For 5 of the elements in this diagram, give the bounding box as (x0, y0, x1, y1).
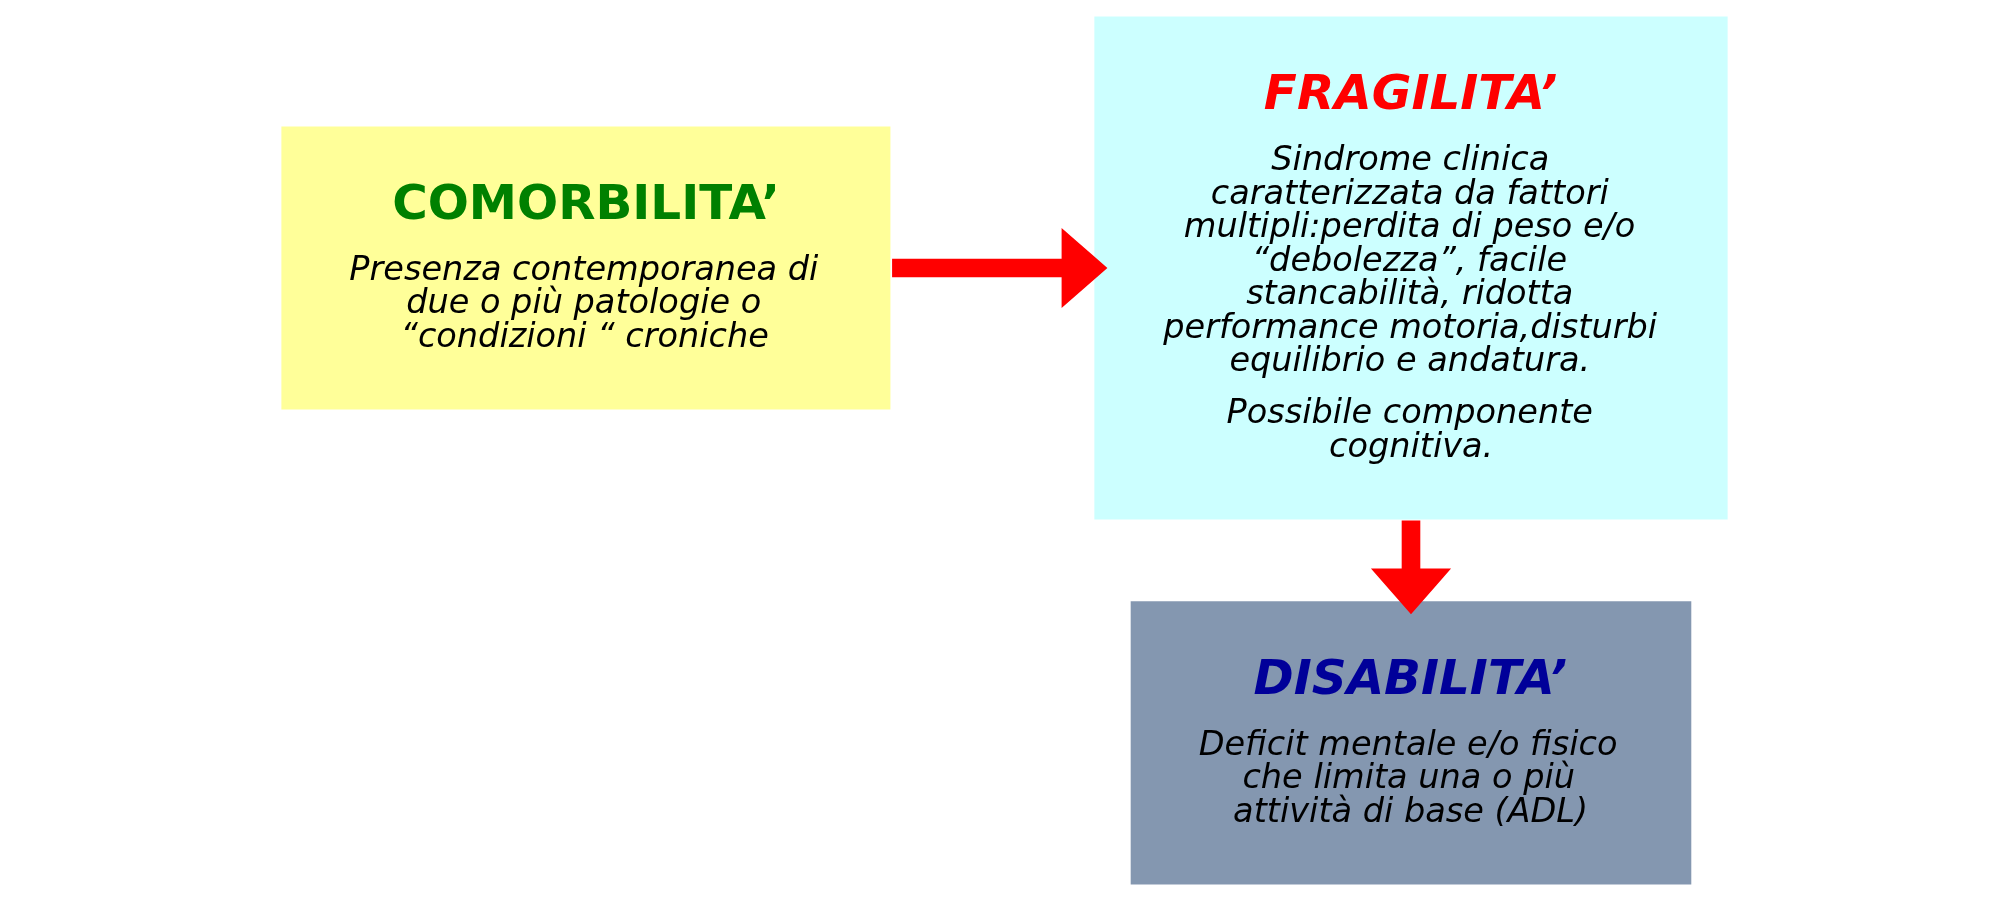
node-box: COMORBILITA’ Presenza contemporanea di due o più patologie o “condizioni “ croniche (279, 124, 892, 412)
node-box: DISABILITA’ Deficit mentale e/o fisico che limita una o più attività di base (ADL) (1128, 599, 1693, 887)
arrow (891, 227, 1107, 309)
node-box: FRAGILITA’ Sindrome clinica caratterizzata da fattori multipli:perdita di peso e/o “debolezza”, facile stancabilità, ridotta performance motoria,disturbi equilibrio e andatura. Possibile componente cognitiva. (1092, 14, 1729, 522)
arrow (1370, 520, 1451, 615)
